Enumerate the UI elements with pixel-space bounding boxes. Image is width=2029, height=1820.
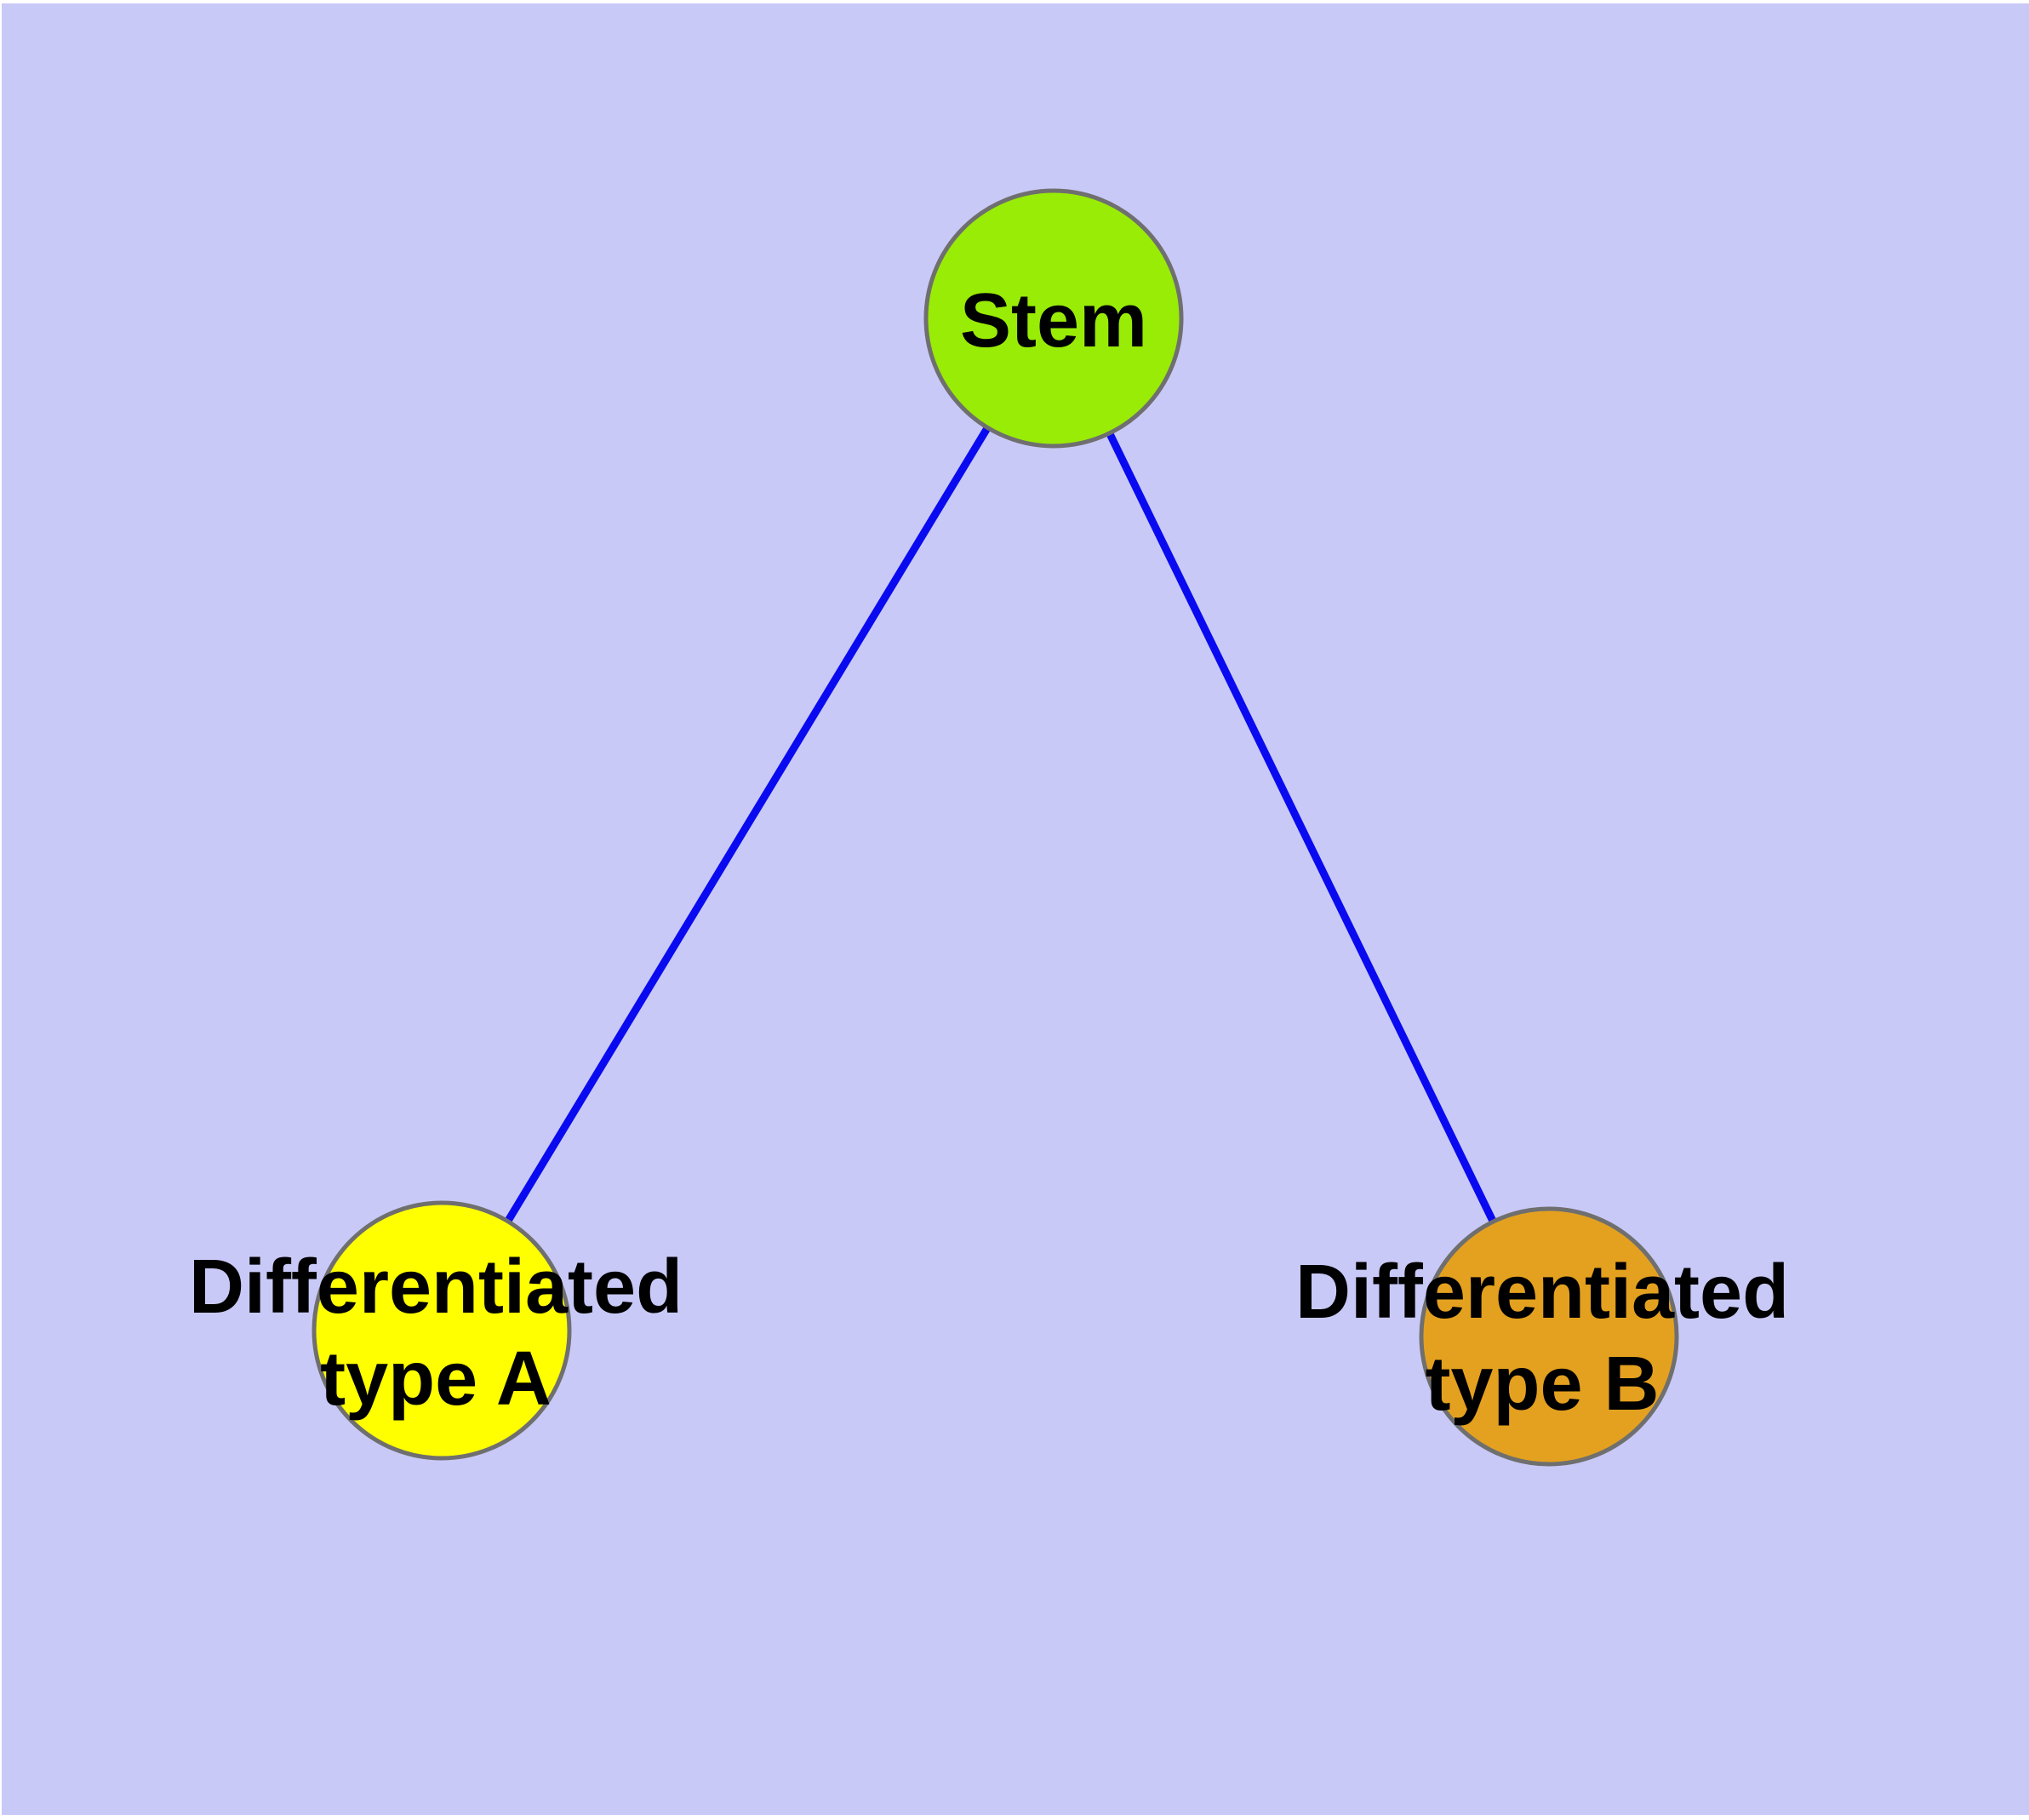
node-stem-label: Stem <box>959 278 1148 363</box>
node-type-b-circle <box>1419 1206 1679 1467</box>
node-type-a-label: Differentiated type A <box>188 1245 683 1422</box>
node-stem-circle <box>923 188 1184 449</box>
node-type-b-label: Differentiated type B <box>1295 1250 1790 1427</box>
edge-stem-to-type-b <box>1049 317 1553 1338</box>
edge-stem-to-type-a <box>438 316 1057 1333</box>
node-type-a-circle <box>311 1200 572 1461</box>
